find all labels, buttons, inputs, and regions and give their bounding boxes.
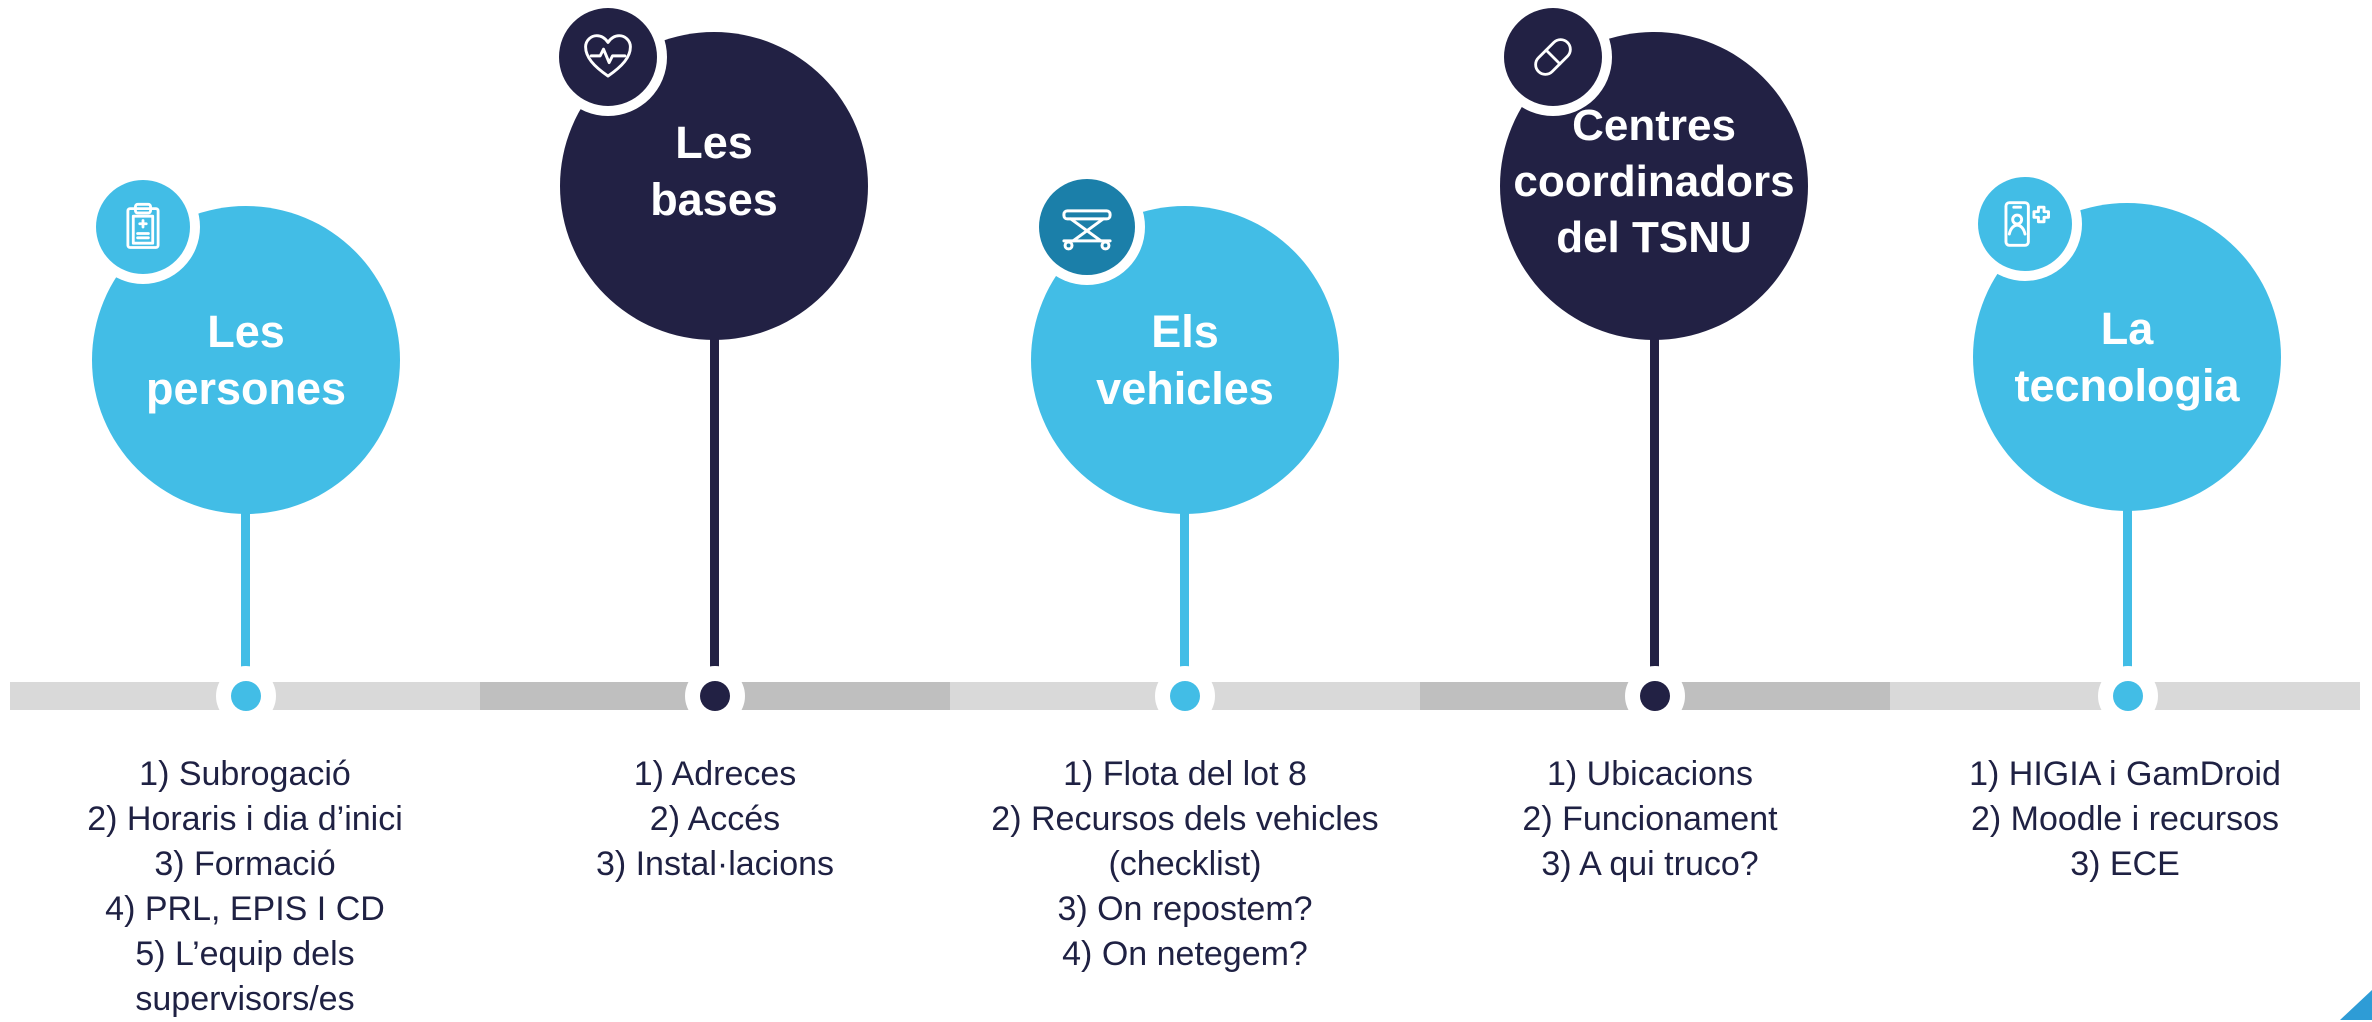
icon-badge-2 [559, 8, 657, 106]
step-4-item: 1) Ubicacions [1547, 755, 1753, 793]
clipboard-medical-icon [126, 202, 160, 249]
step-1-item: 1) Subrogació [139, 755, 351, 793]
step-3-item: 1) Flota del lot 8 [1063, 755, 1307, 793]
step-1-item: 5) L’equip dels supervisors/es [135, 935, 355, 1018]
step-title-3: Els vehicles [1096, 306, 1274, 414]
timeline-node-4 [1640, 681, 1670, 711]
timeline-node-2 [700, 681, 730, 711]
step-2-item: 1) Adreces [633, 755, 797, 793]
step-3-item: 3) On repostem? [1057, 890, 1313, 928]
stem-2 [710, 320, 719, 690]
step-4-item: 3) A qui truco? [1541, 845, 1759, 883]
heart-pulse-icon [584, 34, 632, 78]
step-title-4: Centres coordinadors del TSNU [1513, 101, 1795, 262]
step-3-item: 2) Recursos dels vehicles (checklist) [991, 800, 1379, 883]
step-1-item: 3) Formació [154, 845, 336, 883]
step-items-4: 1) Ubicacions 2) Funcionament 3) A qui t… [1415, 752, 1885, 887]
stretcher-icon [1062, 209, 1112, 251]
icon-badge-3 [1039, 179, 1135, 275]
step-4-item: 2) Funcionament [1522, 800, 1778, 838]
timeline-node-3 [1170, 681, 1200, 711]
step-2-item: 3) Instal·lacions [595, 845, 835, 883]
step-title-1: Les persones [145, 306, 347, 414]
stem-4 [1650, 320, 1659, 690]
step-1-item: 2) Horaris i dia d’inici [87, 800, 403, 838]
icon-badge-1 [96, 180, 190, 274]
icon-badge-4 [1504, 8, 1602, 106]
step-title-5: La tecnologia [2014, 303, 2240, 411]
stem-1 [241, 490, 250, 690]
step-items-1: 1) Subrogació 2) Horaris i dia d’inici 3… [10, 752, 480, 1022]
icon-badge-5 [1978, 177, 2072, 271]
step-items-2: 1) Adreces 2) Accés 3) Instal·lacions [480, 752, 950, 887]
step-items-3: 1) Flota del lot 8 2) Recursos dels vehi… [950, 752, 1420, 977]
timeline-node-5 [2113, 681, 2143, 711]
step-5-item: 1) HIGIA i GamDroid [1969, 755, 2281, 793]
step-1-item: 4) PRL, EPIS I CD [105, 890, 385, 928]
step-title-2: Les bases [650, 117, 778, 225]
step-items-5: 1) HIGIA i GamDroid 2) Moodle i recursos… [1890, 752, 2360, 887]
step-5-item: 2) Moodle i recursos [1970, 800, 2279, 838]
mobile-health-icon [2004, 201, 2050, 247]
step-3-item: 4) On netegem? [1062, 935, 1308, 973]
corner-accent [2340, 990, 2372, 1020]
step-5-item: 3) ECE [2070, 845, 2180, 883]
stem-3 [1180, 490, 1189, 690]
timeline-node-1 [231, 681, 261, 711]
step-2-item: 2) Accés [649, 800, 781, 838]
pill-icon [1534, 38, 1572, 76]
stem-5 [2123, 490, 2132, 690]
